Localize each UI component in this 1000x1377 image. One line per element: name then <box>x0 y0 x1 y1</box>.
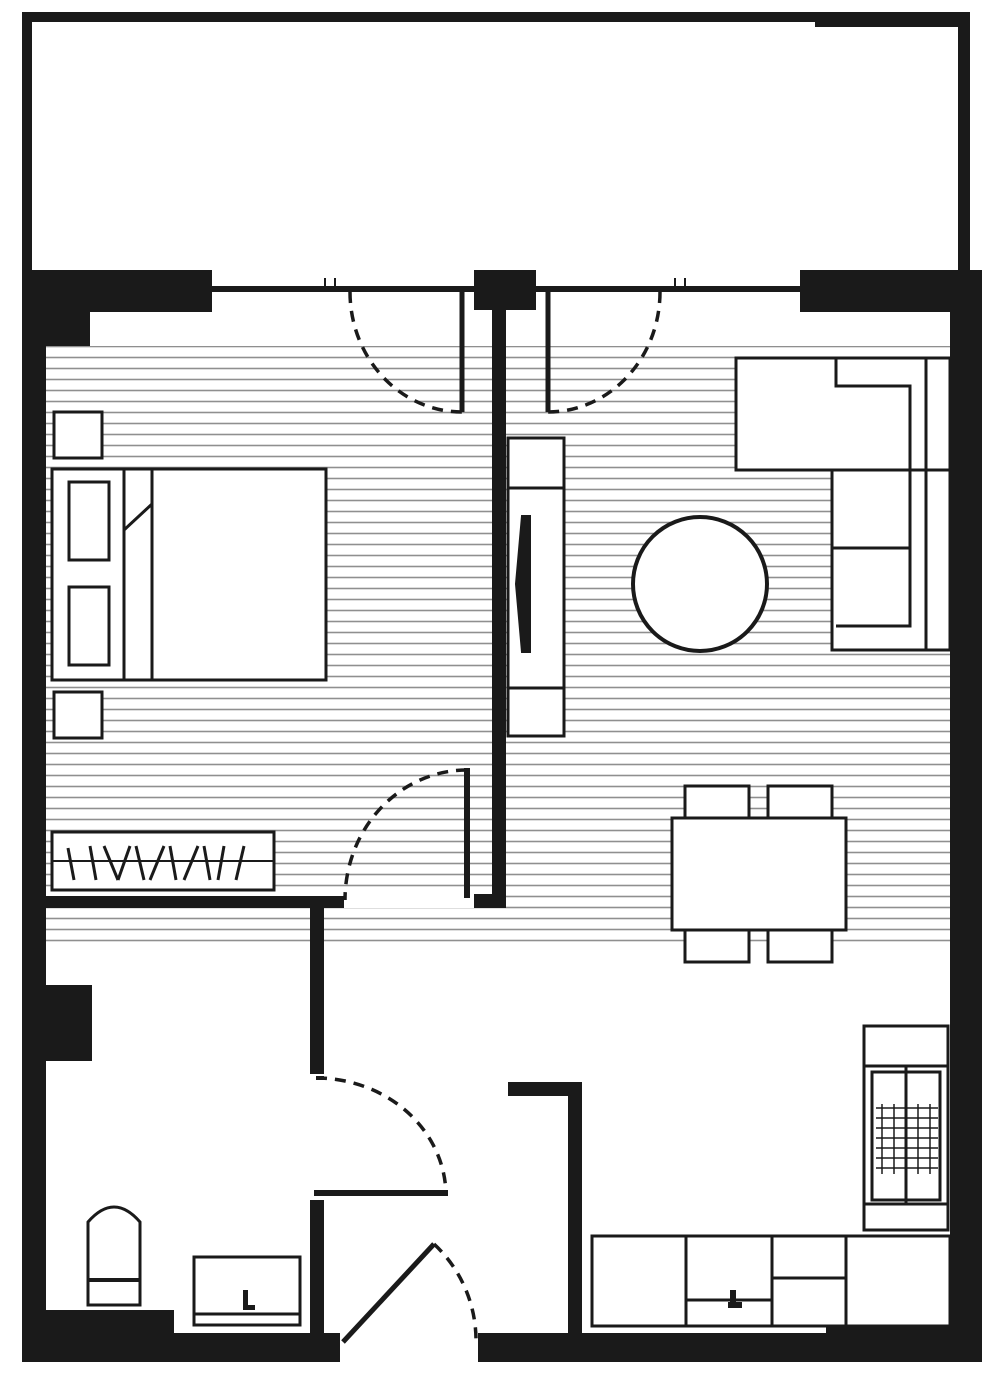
exterior-left-wall <box>22 270 46 1362</box>
wardrobe-hangers <box>66 845 246 881</box>
bottom-wall-bath <box>22 1333 340 1362</box>
balcony-top-rail-end <box>815 12 970 27</box>
sofa <box>734 356 952 652</box>
toilet-bowl <box>86 1205 142 1307</box>
walls <box>22 270 982 1362</box>
bathroom-furniture <box>86 1205 302 1327</box>
bathroom-wall-lower <box>310 1200 324 1340</box>
pillow <box>67 585 111 667</box>
sofa-seat <box>834 358 912 628</box>
balcony-door-bedroom <box>212 278 474 414</box>
tv <box>514 515 531 653</box>
bed-duvet-fold <box>122 502 154 532</box>
left-wall-column <box>22 985 92 1061</box>
partition-foot <box>474 894 506 908</box>
sofa-chaise <box>734 356 952 472</box>
balcony-top-rail <box>22 12 970 22</box>
kitchen-partition <box>568 1082 582 1334</box>
dining-chair <box>683 784 751 822</box>
bathroom-door-swing <box>315 1076 448 1197</box>
entrance-door-swing <box>432 1242 478 1343</box>
balcony-door-living-swing <box>547 291 662 414</box>
pillow <box>67 480 111 562</box>
stove <box>876 1104 938 1174</box>
dining-chair <box>766 926 834 964</box>
partition-door-jamb <box>464 768 470 898</box>
washbasin <box>192 1255 302 1327</box>
bedroom-door-swing <box>343 768 468 901</box>
bathroom-door-header <box>314 1190 448 1196</box>
bedroom-door <box>343 768 468 901</box>
living-furniture <box>506 356 952 964</box>
round-coffee-table <box>631 515 769 653</box>
balcony-door-living <box>536 278 800 414</box>
partition-bedroom-bath <box>46 896 344 908</box>
dining-table <box>670 816 848 932</box>
hall-floor <box>46 908 506 950</box>
balcony-left-rail <box>22 12 32 274</box>
washbasin-tap <box>243 1290 255 1310</box>
balcony <box>22 12 970 274</box>
bedroom-furniture <box>50 410 328 892</box>
entrance-door <box>341 1242 478 1344</box>
kitchen-furniture <box>590 1024 952 1328</box>
kitchen-partition-top <box>508 1082 582 1096</box>
sink <box>728 1290 742 1308</box>
bathroom-wall-upper <box>310 896 324 1074</box>
fridge-panel <box>870 1070 942 1202</box>
exterior-right-wall <box>950 280 982 1362</box>
double-bed <box>50 467 328 682</box>
bathroom-door <box>315 1076 448 1197</box>
partition-bedroom-living <box>492 300 506 908</box>
balcony-right-rail <box>958 12 970 274</box>
balcony-door-bedroom-swing <box>348 291 463 414</box>
counter <box>590 1234 952 1328</box>
sofa-body <box>830 468 952 652</box>
dining-chair <box>683 926 751 964</box>
toilet <box>86 1205 142 1307</box>
wardrobe <box>50 830 276 892</box>
dining-chair <box>766 784 834 822</box>
nightstand <box>52 690 104 740</box>
dining-set <box>670 784 848 964</box>
tv-unit <box>506 436 566 738</box>
nightstand <box>52 410 104 460</box>
entrance-door-leaf <box>341 1242 436 1344</box>
